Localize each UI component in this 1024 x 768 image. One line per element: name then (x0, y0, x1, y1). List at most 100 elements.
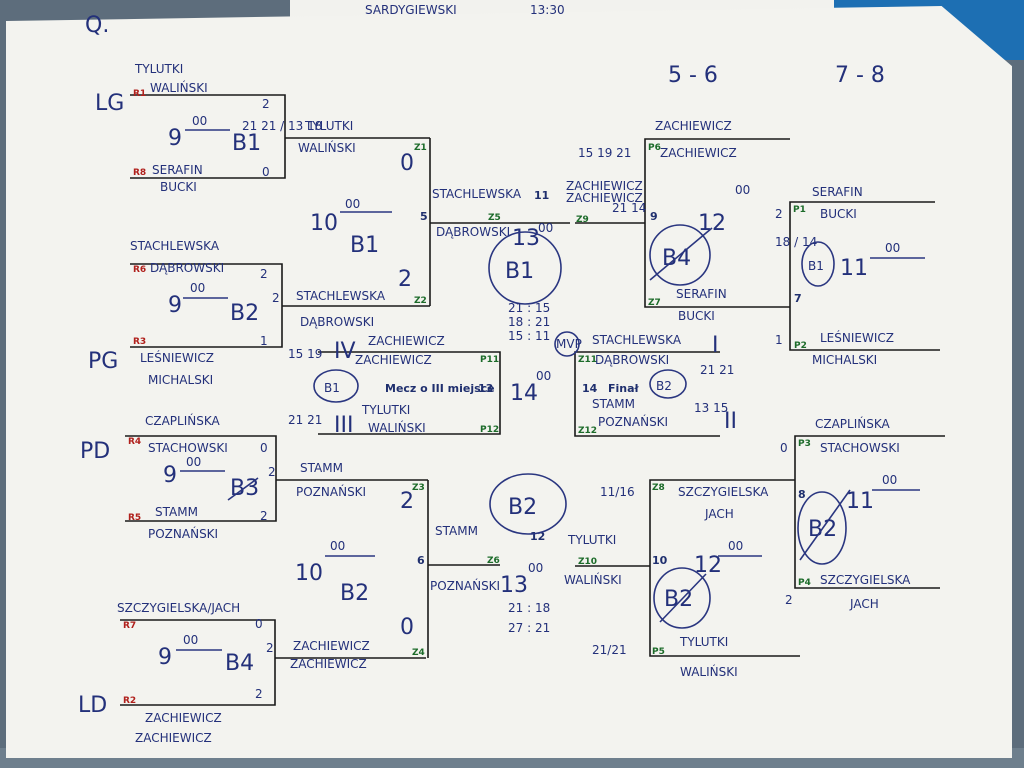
m-z3z4-time: 10 (295, 561, 323, 586)
tag-p11: P11 (480, 355, 499, 365)
r7-pair-a: SZCZYGIELSKA/JACH (117, 601, 240, 615)
final-court-circle (649, 369, 687, 399)
tag-z10: Z10 (578, 557, 597, 567)
seed-pd: PD (80, 439, 110, 464)
r4r5-winner-score: 2 (268, 465, 276, 479)
tag-r6: R6 (133, 265, 146, 275)
z6-sup: 00 (528, 561, 543, 575)
r3-score: 1 (260, 334, 268, 348)
z9-pair-b: ZACHIEWICZ (566, 191, 643, 205)
third-place-num: 13 (478, 382, 493, 395)
z6-pair-b: POZNAŃSKI (430, 578, 500, 593)
r7-score: 0 (255, 617, 263, 631)
third-bot-sets: 21 21 (288, 413, 322, 427)
tag-z5: Z5 (488, 213, 501, 223)
z4-pair-a: ZACHIEWICZ (293, 639, 370, 653)
third-place-box (318, 351, 501, 435)
z5-set-2: 18 : 21 (508, 315, 550, 329)
final-num: 14 (582, 382, 598, 395)
r4-pair-b: STACHOWSKI (148, 441, 228, 455)
seed-ld: LD (78, 693, 107, 718)
z3-score: 2 (400, 489, 414, 514)
z6-court-circle (489, 473, 567, 535)
z6-set-2: 27 : 21 (508, 621, 550, 635)
final-bot-place: II (724, 409, 737, 434)
r6-pair-a: STACHLEWSKA (130, 239, 220, 253)
z2-pair-a: STACHLEWSKA (296, 289, 386, 303)
z8-sets: 11/16 (600, 485, 635, 499)
scrap-text-2: 13:30 (530, 3, 565, 17)
tag-z9: Z9 (576, 215, 589, 225)
tag-p4: P4 (798, 578, 811, 588)
tag-z1: Z1 (414, 143, 427, 153)
p6-pair-a: ZACHIEWICZ (655, 119, 732, 133)
tag-z12: Z12 (578, 426, 597, 436)
tag-z11: Z11 (578, 355, 597, 365)
tag-p6: P6 (648, 143, 661, 153)
tag-r7: R7 (123, 621, 136, 631)
match-p3-p4-box (794, 435, 945, 589)
scrap-text-1: SARDYGIEWSKI (365, 3, 457, 17)
match-r7-r2-box (120, 619, 276, 706)
m8-num: 8 (798, 488, 806, 501)
m-z3z4-num: 6 (417, 554, 425, 567)
m10-court: B2 (664, 587, 693, 612)
final-court: B2 (656, 379, 672, 393)
r4-score: 0 (260, 441, 268, 455)
z5-sup: 00 (538, 221, 553, 235)
final-top-b: DĄBROWSKI (595, 353, 669, 367)
z5-pair-b: DĄBROWSKI (436, 225, 510, 239)
z4-pair-b: ZACHIEWICZ (290, 657, 367, 671)
match-r1-r8-box (130, 94, 286, 179)
m7-court: B1 (808, 259, 824, 273)
tag-r4: R4 (128, 437, 141, 447)
p5-pair-a: TYLUTKI (679, 635, 728, 649)
final-bot-b: POZNAŃSKI (598, 414, 668, 429)
z7-pair-a: SERAFIN (676, 287, 727, 301)
header-5-6: 5 - 6 (668, 63, 718, 88)
z5-court: B1 (505, 259, 534, 284)
seed-pg: PG (88, 349, 118, 374)
m-r7r2-time: 9 (158, 645, 172, 670)
p4-score: 2 (785, 593, 793, 607)
m7-num: 7 (794, 292, 802, 305)
m-z3z4-sup: 00 (330, 539, 345, 553)
final-top-sets: 21 21 (700, 363, 734, 377)
p6-sets: 15 19 21 (578, 146, 631, 160)
m-r1r8-court: B1 (232, 131, 261, 156)
tag-p12: P12 (480, 425, 499, 435)
tag-z8: Z8 (652, 483, 665, 493)
match-p1-p2-box (789, 201, 940, 351)
tag-p5: P5 (652, 647, 665, 657)
p3-pair-b: STACHOWSKI (820, 441, 900, 455)
p5-pair-b: WALIŃSKI (680, 664, 738, 679)
z6-court: B2 (508, 495, 537, 520)
p2-pair-b: MICHALSKI (812, 353, 877, 367)
z4-score: 0 (400, 615, 414, 640)
p1-pair-a: SERAFIN (812, 185, 863, 199)
z3-pair-b: POZNAŃSKI (296, 484, 366, 499)
tag-z2: Z2 (414, 296, 427, 306)
m-r6r3-court: B2 (230, 301, 259, 326)
third-bot-b: WALIŃSKI (368, 420, 426, 435)
z5-pair-a: STACHLEWSKA (432, 187, 522, 201)
z5-court-circle (488, 231, 562, 305)
match-r4-r5-box (125, 435, 277, 522)
r3-pair-b: MICHALSKI (148, 373, 213, 387)
z9-pair-a: ZACHIEWICZ (566, 179, 643, 193)
tag-r5: R5 (128, 513, 141, 523)
r4-pair-a: CZAPLIŃSKA (145, 413, 221, 428)
z6-time: 13 (500, 573, 528, 598)
m-z1z2-court: B1 (350, 233, 379, 258)
z8-pair-a: SZCZYGIELSKA (678, 485, 769, 499)
tag-p2: P2 (794, 341, 807, 351)
third-place-label: Mecz o III miejsce (385, 382, 495, 395)
p2-score: 1 (775, 333, 783, 347)
p4-pair-a: SZCZYGIELSKA (820, 573, 911, 587)
z2-pair-b: DĄBROWSKI (300, 315, 374, 329)
r8-pair-b: BUCKI (160, 180, 197, 194)
r1-pair-b: WALIŃSKI (150, 80, 208, 95)
z5-set-3: 15 : 11 (508, 329, 550, 343)
p3-pair-a: CZAPLIŃSKA (815, 416, 891, 431)
mvp-circle (554, 331, 580, 357)
